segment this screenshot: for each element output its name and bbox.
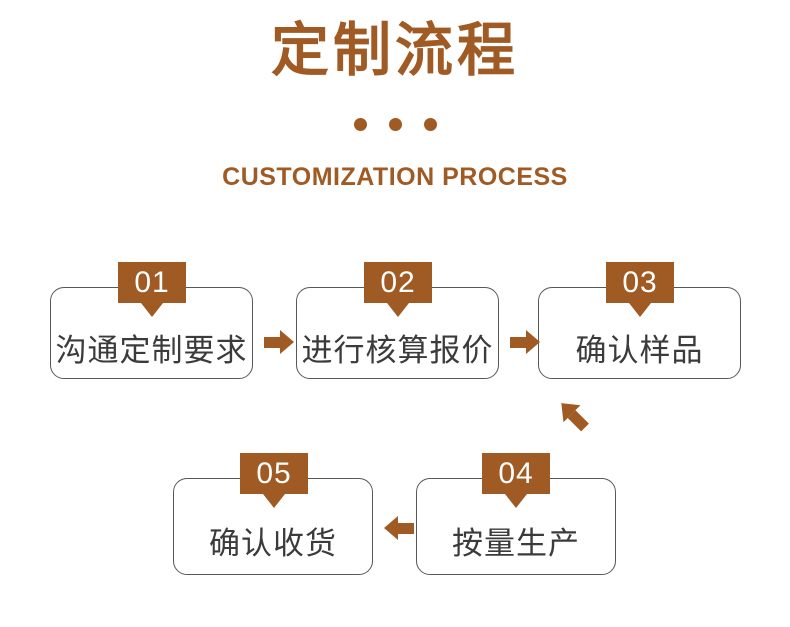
- arrow-shaft: [510, 337, 528, 348]
- page-title: 定制流程: [270, 18, 519, 83]
- page-subtitle: CUSTOMIZATION PROCESS: [222, 163, 568, 191]
- arrow-head: [384, 516, 398, 540]
- arrow-head: [526, 330, 540, 354]
- arrow-step4-to-step5-icon: [382, 516, 414, 541]
- arrow-shaft: [396, 523, 414, 534]
- arrow-shaft: [264, 337, 282, 348]
- arrow-step2-to-step3-icon: [510, 330, 542, 355]
- decorative-dots-divider: [0, 118, 790, 131]
- step-label-04: 按量生产: [452, 526, 580, 561]
- arrow-step1-to-step2-icon: [264, 330, 296, 355]
- step-badge-05: 05: [240, 453, 308, 508]
- divider-dot-1: [353, 118, 367, 131]
- step-box-05: 确认收货: [173, 478, 373, 575]
- step-badge-02: 02: [364, 262, 432, 317]
- step-badge-01: 01: [118, 262, 186, 317]
- divider-dot-3: [423, 118, 437, 131]
- step-label-03: 确认样品: [575, 332, 704, 368]
- step-badge-04: 04: [482, 453, 550, 508]
- arrow-step3-to-step4-icon: [552, 394, 594, 437]
- step-label-01: 沟通定制要求: [55, 332, 248, 368]
- step-badge-03: 03: [606, 262, 674, 317]
- step-label-02: 进行核算报价: [301, 332, 494, 368]
- divider-dot-2: [388, 118, 402, 131]
- step-label-05: 确认收货: [209, 526, 337, 561]
- arrow-head: [280, 330, 294, 354]
